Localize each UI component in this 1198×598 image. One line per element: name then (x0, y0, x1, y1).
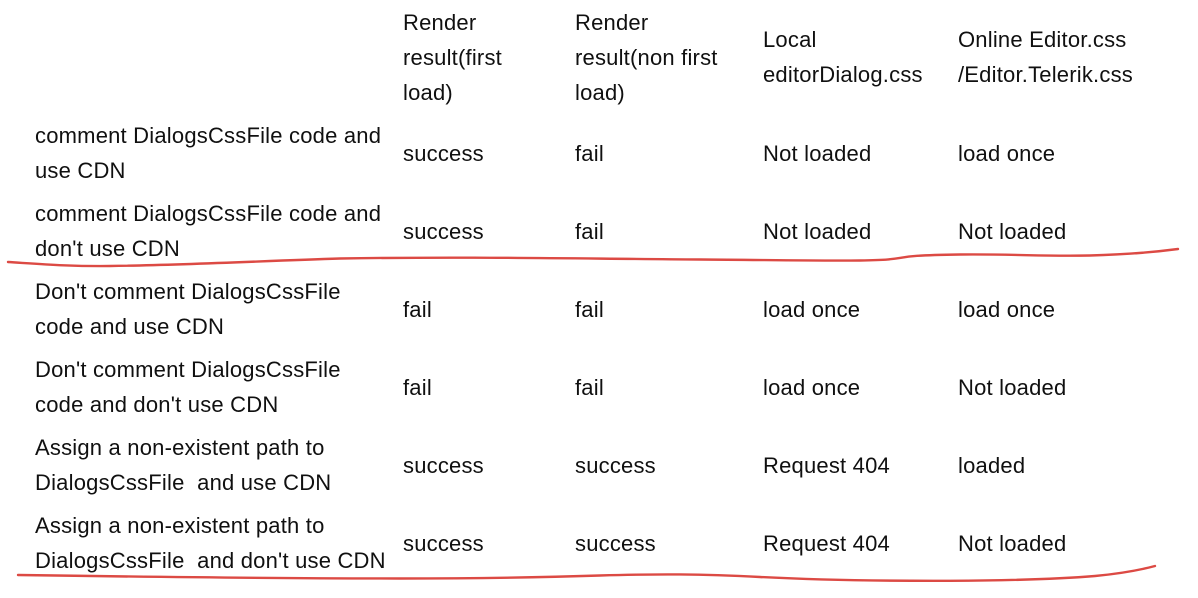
cell-value: fail (575, 296, 604, 322)
cell-value: load once (958, 296, 1056, 322)
cell-render-first-load: fail (403, 348, 575, 426)
cell-value: Request 404 (763, 530, 890, 556)
cell-value: Not loaded (958, 218, 1067, 244)
cell-local-css: Not loaded (763, 192, 958, 270)
row-label-line: DialogsCssFile and don't use CDN (35, 548, 386, 573)
cell-render-non-first-load: fail (575, 270, 763, 348)
cell-render-non-first-load: fail (575, 192, 763, 270)
cell-online-css: Not loaded (958, 504, 1198, 582)
cell-value: fail (575, 374, 604, 400)
header-line: load) (575, 79, 625, 105)
comparison-table: Render result(first load) Render result(… (35, 0, 1198, 582)
row-label-line: DialogsCssFile and use CDN (35, 470, 332, 495)
cell-value: Request 404 (763, 452, 890, 478)
header-cell-render-first-load: Render result(first load) (403, 0, 575, 114)
header-line: load) (403, 79, 453, 105)
header-line: result(first (403, 44, 502, 70)
row-label-line: Assign a non-existent path to (35, 435, 325, 460)
header-line: editorDialog.css (763, 62, 923, 87)
row-label: comment DialogsCssFile code and use CDN (35, 114, 403, 192)
cell-value: fail (575, 140, 604, 166)
cell-render-non-first-load: fail (575, 348, 763, 426)
cell-render-first-load: success (403, 114, 575, 192)
cell-value: Not loaded (763, 218, 872, 244)
header-line: Local (763, 27, 817, 52)
cell-render-non-first-load: fail (575, 114, 763, 192)
header-line: result(non first (575, 44, 718, 70)
cell-render-non-first-load: success (575, 426, 763, 504)
cell-value: success (403, 452, 484, 478)
cell-online-css: Not loaded (958, 192, 1198, 270)
cell-online-css: Not loaded (958, 348, 1198, 426)
cell-local-css: Not loaded (763, 114, 958, 192)
cell-online-css: load once (958, 114, 1198, 192)
cell-online-css: load once (958, 270, 1198, 348)
cell-value: fail (403, 374, 432, 400)
header-cell-local-editordialog-css: Local editorDialog.css (763, 0, 958, 114)
row-label-line: don't use CDN (35, 236, 180, 261)
row-label-line: Don't comment DialogsCssFile (35, 279, 341, 304)
row-label-line: code and don't use CDN (35, 392, 279, 417)
cell-local-css: load once (763, 348, 958, 426)
cell-render-non-first-load: success (575, 504, 763, 582)
row-label-line: use CDN (35, 158, 126, 183)
row-label: Don't comment DialogsCssFile code and us… (35, 270, 403, 348)
header-line: Render (575, 9, 649, 35)
cell-value: success (403, 140, 484, 166)
cell-render-first-load: success (403, 426, 575, 504)
row-label: Assign a non-existent path to DialogsCss… (35, 426, 403, 504)
cell-value: Not loaded (763, 140, 872, 166)
cell-value: loaded (958, 452, 1026, 478)
cell-value: load once (763, 296, 861, 322)
row-label-line: code and use CDN (35, 314, 225, 339)
cell-value: fail (403, 296, 432, 322)
row-label-line: comment DialogsCssFile code and (35, 201, 382, 226)
cell-value: success (403, 530, 484, 556)
row-label-line: Don't comment DialogsCssFile (35, 357, 341, 382)
header-cell-online-editor-css: Online Editor.css /Editor.Telerik.css (958, 0, 1198, 114)
cell-online-css: loaded (958, 426, 1198, 504)
cell-value: load once (958, 140, 1056, 166)
header-cell-render-non-first-load: Render result(non first load) (575, 0, 763, 114)
header-line: Render (403, 9, 477, 35)
row-label: Assign a non-existent path to DialogsCss… (35, 504, 403, 582)
cell-value: Not loaded (958, 374, 1067, 400)
cell-value: success (403, 218, 484, 244)
cell-value: success (575, 452, 656, 478)
row-label: Don't comment DialogsCssFile code and do… (35, 348, 403, 426)
cell-render-first-load: success (403, 504, 575, 582)
header-line: Online Editor.css (958, 27, 1127, 52)
cell-local-css: Request 404 (763, 426, 958, 504)
row-label: comment DialogsCssFile code and don't us… (35, 192, 403, 270)
cell-render-first-load: success (403, 192, 575, 270)
cell-value: load once (763, 374, 861, 400)
cell-local-css: load once (763, 270, 958, 348)
cell-render-first-load: fail (403, 270, 575, 348)
cell-local-css: Request 404 (763, 504, 958, 582)
row-label-line: Assign a non-existent path to (35, 513, 325, 538)
row-label-line: comment DialogsCssFile code and (35, 123, 382, 148)
cell-value: Not loaded (958, 530, 1067, 556)
cell-value: fail (575, 218, 604, 244)
header-line: /Editor.Telerik.css (958, 62, 1133, 87)
cell-value: success (575, 530, 656, 556)
header-cell-empty (35, 0, 403, 114)
